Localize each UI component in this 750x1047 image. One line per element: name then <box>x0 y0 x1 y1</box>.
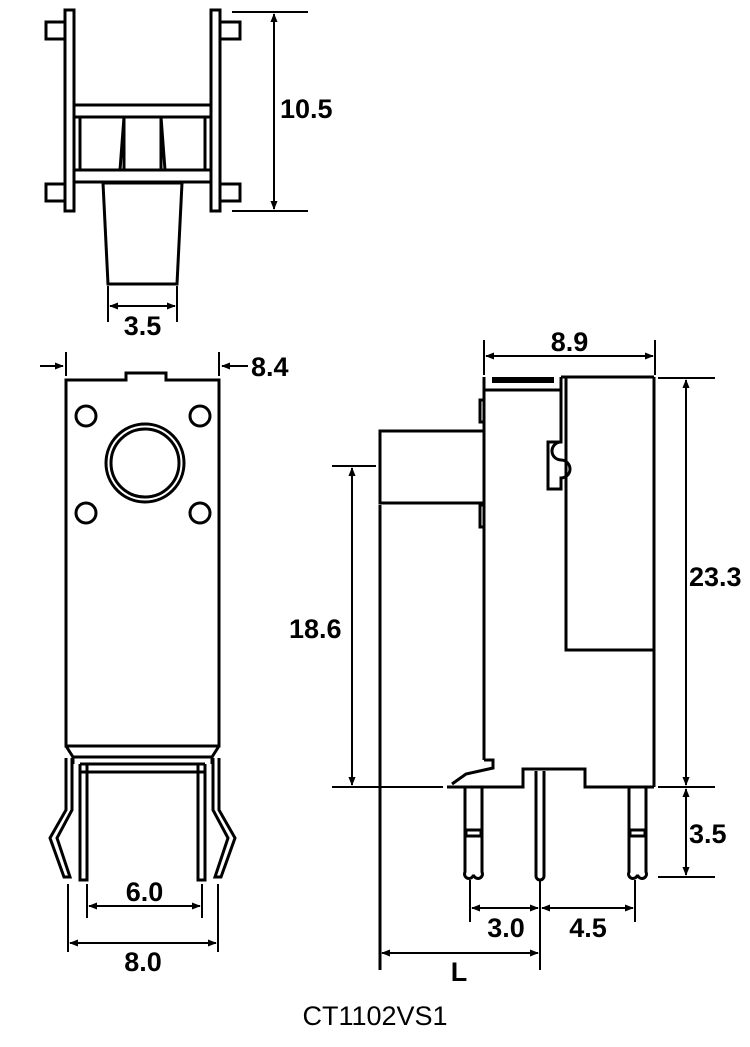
front-hole-bottom-left <box>74 501 98 525</box>
side-view-base <box>447 758 654 789</box>
top-stem-width-label: 3.5 <box>124 311 162 341</box>
side-body-height-label: 23.3 <box>689 562 742 592</box>
front-dimension-pin-outer: 8.0 <box>67 884 219 977</box>
side-length-variable-label: L <box>451 957 468 987</box>
side-dimension-length-l: L <box>381 949 539 987</box>
front-hole-top-right <box>188 404 212 428</box>
top-view-dimension-height: 10.5 <box>232 11 333 212</box>
side-pin-pitch-1-label: 3.0 <box>487 913 525 943</box>
front-dimension-width: 8.4 <box>40 352 289 382</box>
side-depth-label: 8.9 <box>551 327 589 357</box>
top-view-dimension-stem: 3.5 <box>107 286 178 341</box>
side-dimension-pin-pitch: 3.0 4.5 <box>469 880 636 970</box>
side-pin-length-label: 3.5 <box>689 819 727 849</box>
top-view: 10.5 3.5 <box>44 8 333 341</box>
top-view-stem <box>101 181 184 286</box>
top-height-label: 10.5 <box>280 94 333 124</box>
front-view-pins <box>48 758 237 882</box>
side-dimension-depth: 8.9 <box>483 327 656 375</box>
side-view-actuator <box>378 429 484 505</box>
side-dimension-actuator-height: 18.6 <box>289 465 443 788</box>
front-view: 8.4 6.0 8.0 <box>40 352 289 977</box>
front-overall-width-label: 8.4 <box>251 352 289 382</box>
side-view: 8.9 23.3 18.6 3.5 3.0 4.5 <box>289 327 742 987</box>
top-view-frame <box>44 8 242 213</box>
side-actuator-height-label: 18.6 <box>289 614 342 644</box>
side-dimension-pin-length: 3.5 <box>658 788 727 878</box>
part-number-caption: CT1102VS1 <box>302 1001 448 1031</box>
side-pin-pitch-2-label: 4.5 <box>569 913 607 943</box>
front-view-body <box>64 371 221 748</box>
side-view-body <box>478 375 656 787</box>
front-dimension-pin-inner: 6.0 <box>86 877 203 918</box>
front-actuator-ring <box>104 422 186 504</box>
front-hole-top-left <box>74 404 98 428</box>
side-dimension-body-height: 23.3 <box>658 377 742 788</box>
front-pin-span-outer-label: 8.0 <box>124 947 162 977</box>
front-pin-span-inner-label: 6.0 <box>126 877 164 907</box>
front-hole-bottom-right <box>188 501 212 525</box>
